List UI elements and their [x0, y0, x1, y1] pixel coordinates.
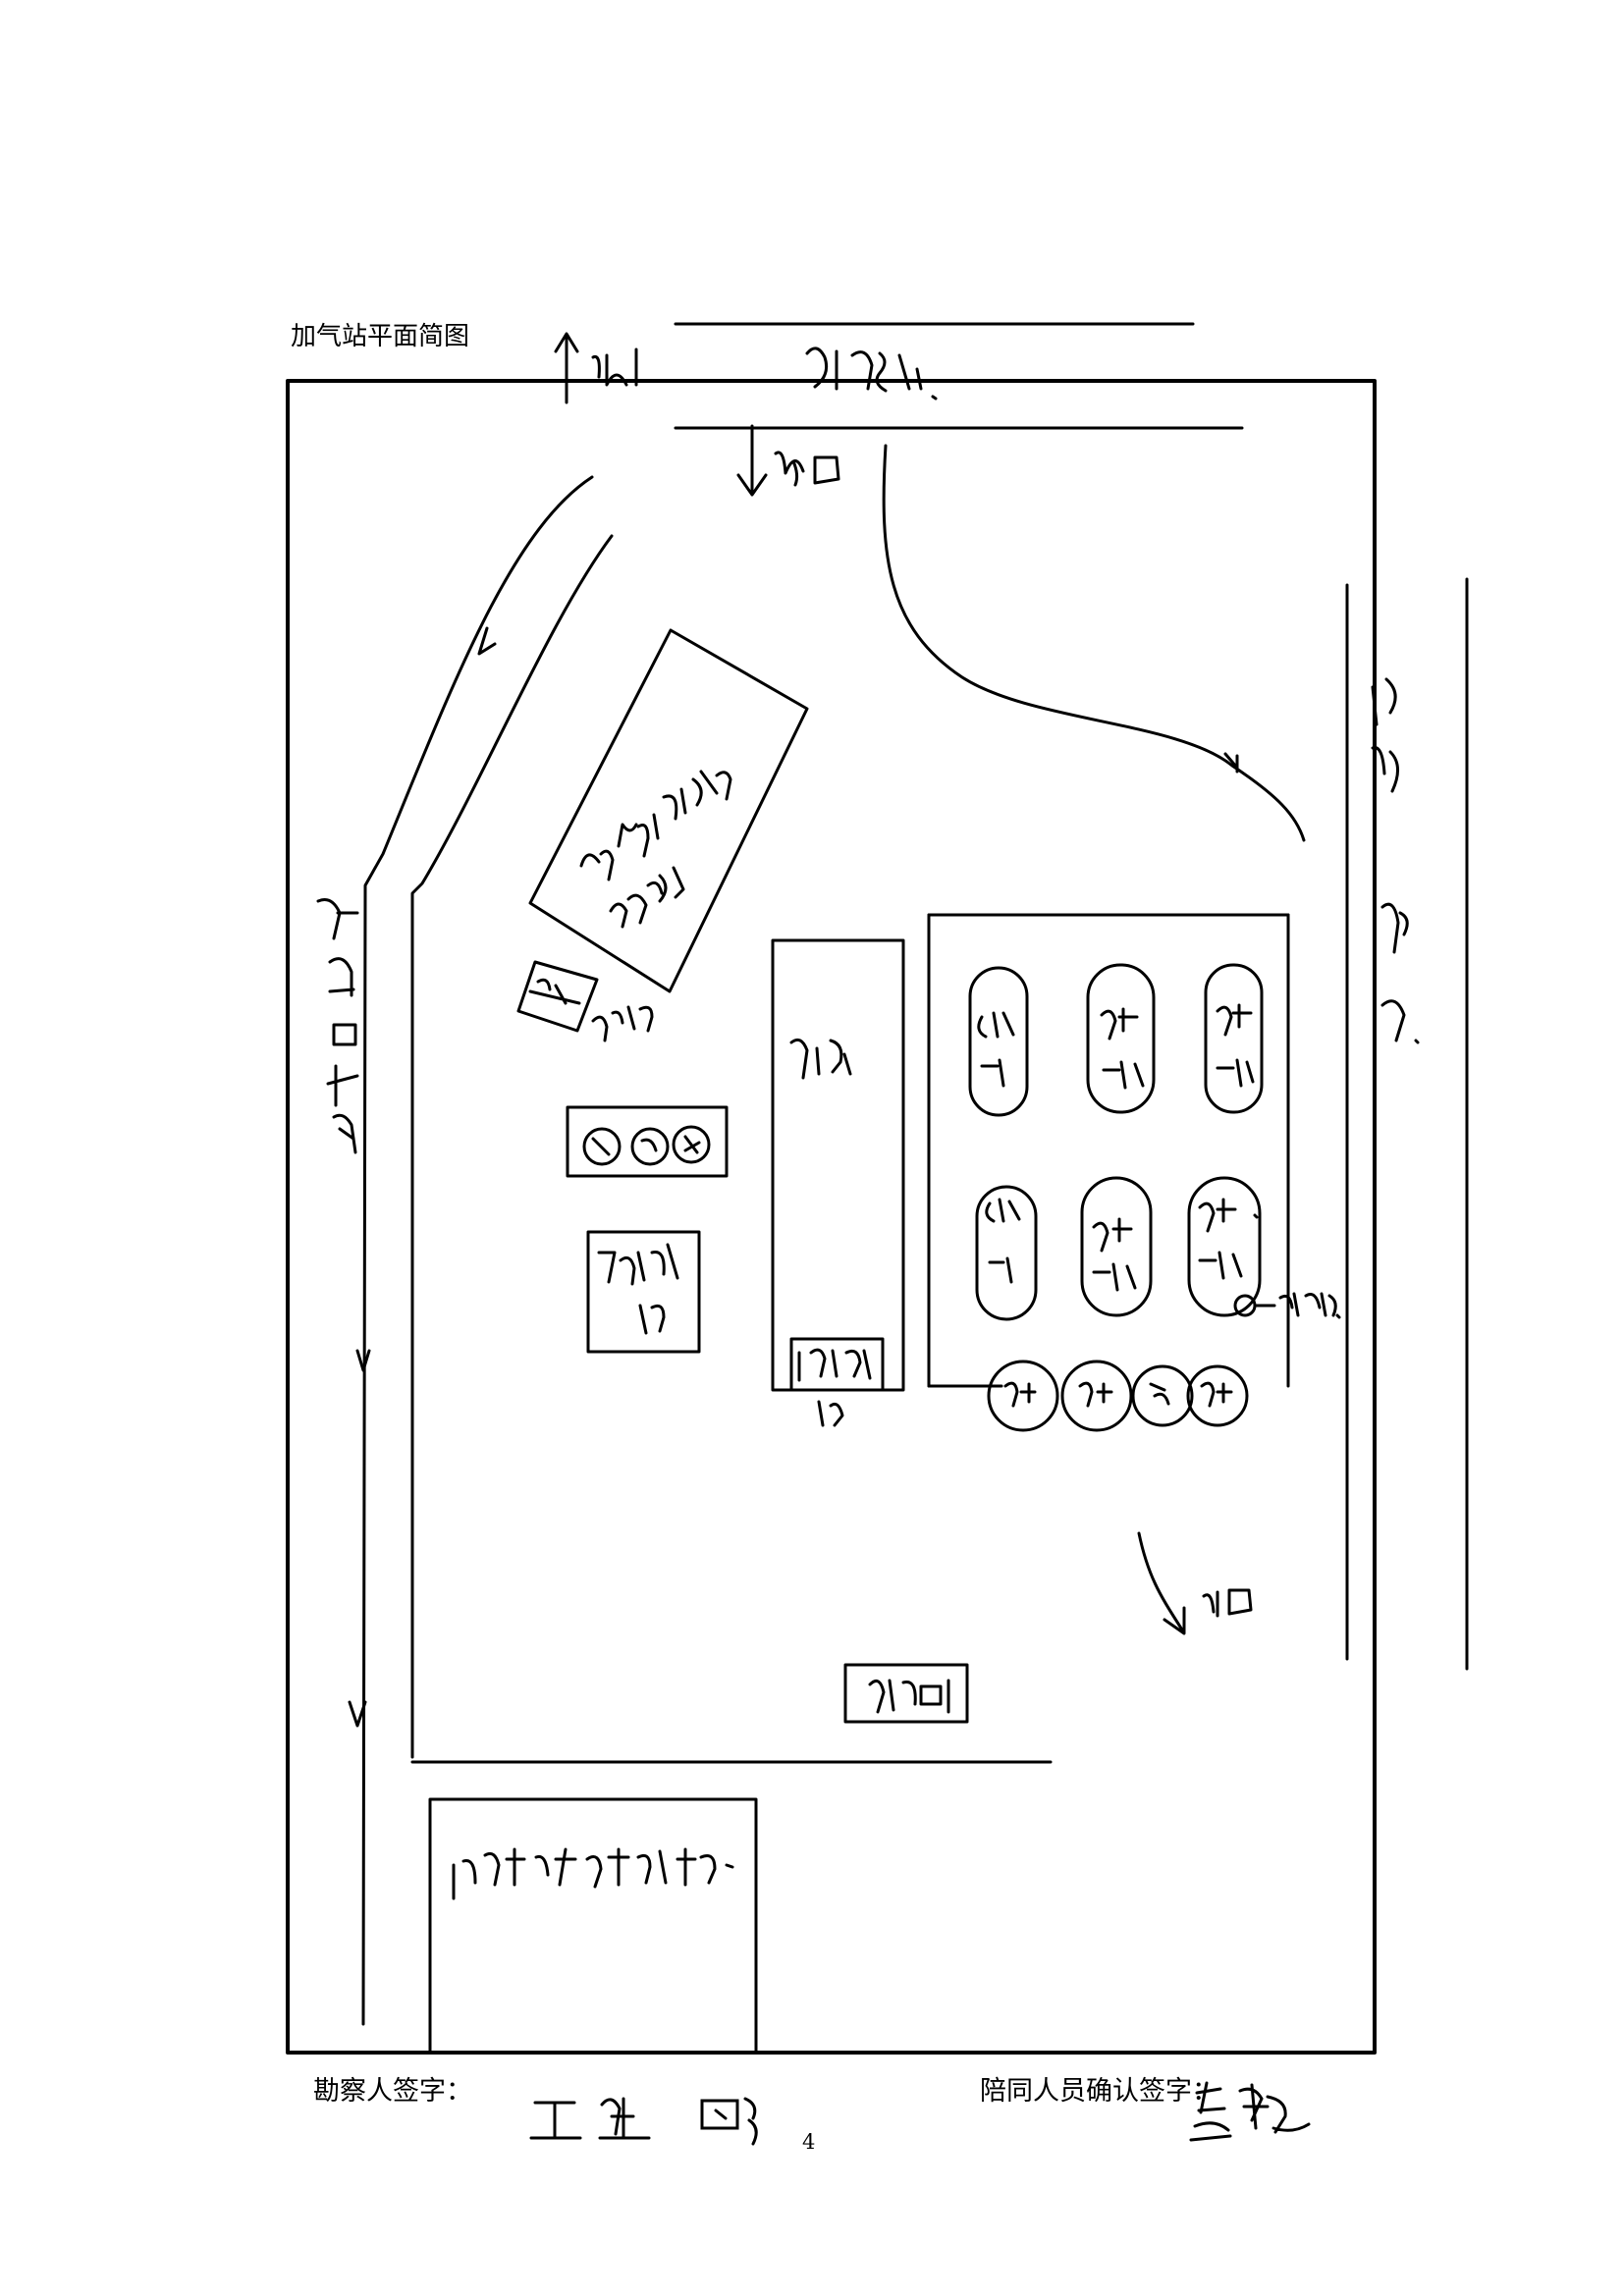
cng-compressor-zone [528, 628, 809, 993]
road-direction-arrow-icon [348, 1700, 367, 1728]
dispenser-cng-2 [975, 1185, 1038, 1321]
companion-signature-label: 陪同人员确认签字： [980, 2076, 1218, 2107]
site-boundary [286, 379, 1377, 2055]
page-title: 加气站平面简图 [291, 322, 470, 351]
tank-row [987, 1360, 1249, 1432]
north-road [674, 322, 1244, 430]
fire-point-marker [1233, 1292, 1341, 1319]
oil-unloading-port [843, 1663, 969, 1724]
road-direction-arrow-icon [355, 1349, 371, 1372]
dispenser-92-3 [1080, 1176, 1153, 1317]
east-road [1345, 577, 1469, 1671]
inspector-signature [529, 2097, 758, 2146]
dispenser-92-1 [1086, 963, 1156, 1114]
dispenser-canopy [927, 913, 1290, 1388]
west-road-name-scribble [316, 898, 359, 1154]
dispenser-95-1 [1187, 1176, 1262, 1317]
neighbor-compound [428, 1797, 758, 2054]
road-direction-arrow-icon [477, 626, 497, 656]
entrance-arrow-icon [736, 424, 840, 497]
north-arrow-icon [554, 332, 638, 404]
exit-arrow-icon [1137, 1531, 1253, 1635]
companion-signature [1189, 2081, 1311, 2142]
small-equipment-box [516, 960, 654, 1042]
dispenser-cng-1 [968, 966, 1029, 1117]
dispenser-92-2 [1204, 963, 1264, 1114]
station-building [771, 938, 905, 1427]
road-name-scribble [805, 347, 938, 400]
entrance-driveway [882, 444, 1306, 842]
west-access-road [348, 475, 614, 2026]
page-number: 4 [802, 2130, 816, 2154]
inspector-signature-label: 勘察人签字： [313, 2076, 472, 2107]
small-tank-group [566, 1105, 729, 1178]
auxiliary-room [586, 1230, 701, 1354]
